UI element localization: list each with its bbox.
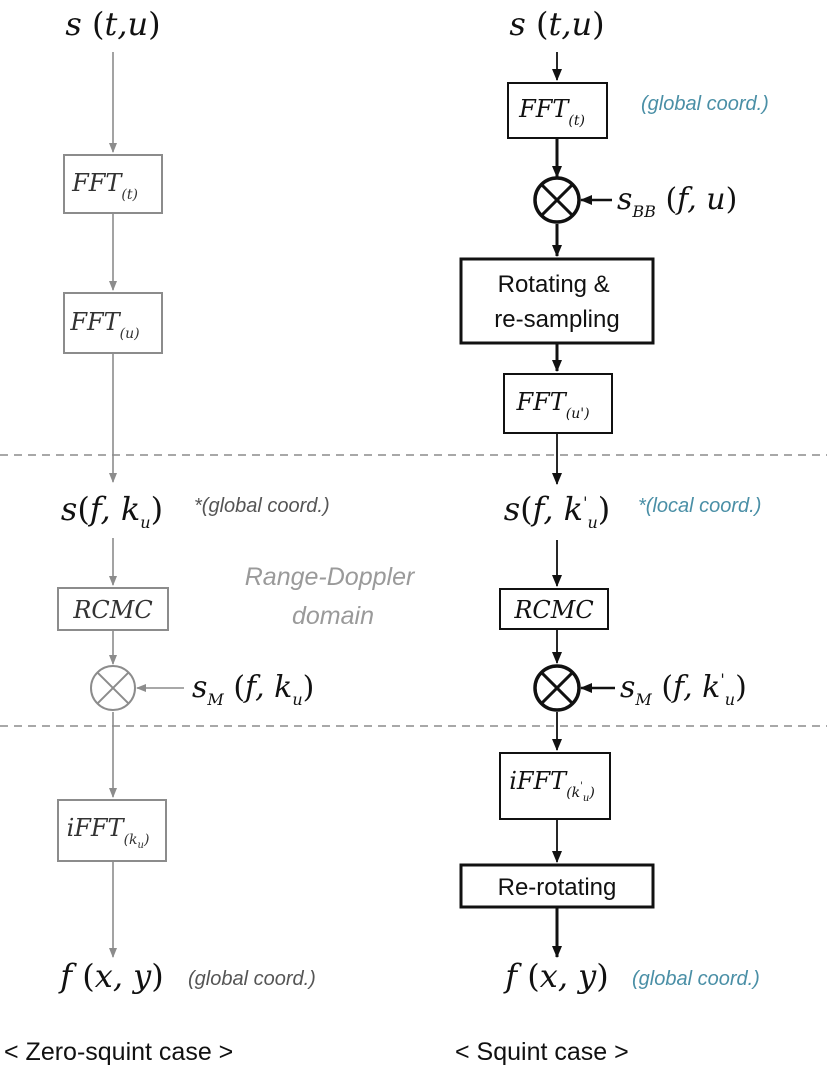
- right-ifft-box: [499, 752, 611, 820]
- left-matched-filter: sM (f, ku): [192, 670, 314, 709]
- right-fft-t-note: (global coord.): [641, 93, 769, 115]
- right-rotate-box: [459, 257, 655, 345]
- right-matched-filter: sM (f, k'u): [620, 670, 747, 709]
- right-rcmc-box: [499, 588, 609, 630]
- left-column: s (t,u) FFT(t) FFT(u) s(f, ku) *(global …: [4, 5, 330, 1066]
- right-fft-u-box: [503, 373, 613, 434]
- left-range-doppler-signal: s(f, ku): [61, 490, 163, 532]
- left-signal-note: *(global coord.): [194, 495, 330, 517]
- left-output-image: f (x, y): [58, 957, 163, 995]
- right-multiplier-2: [533, 664, 581, 712]
- right-input-signal: s (t,u): [509, 5, 604, 43]
- right-fft-t-label: FFT(t): [518, 95, 585, 129]
- right-rotate-label: Rotating & re-sampling: [494, 271, 619, 333]
- right-output-image: f (x, y): [503, 957, 608, 995]
- right-caption: < Squint case >: [455, 1038, 629, 1066]
- left-output-note: (global coord.): [188, 968, 316, 990]
- left-input-signal: s (t,u): [65, 5, 160, 43]
- right-baseband-signal: sBB (f, u): [617, 182, 737, 221]
- left-rcmc-box: [57, 587, 169, 631]
- right-column: s (t,u) FFT(t) (global coord.) sBB (f, u…: [455, 5, 769, 1066]
- right-rerotate-label: Re-rotating: [498, 874, 617, 901]
- left-multiplier: [90, 665, 136, 711]
- right-output-note: (global coord.): [632, 968, 760, 990]
- right-signal-note: *(local coord.): [638, 495, 761, 517]
- left-ifft-label: iFFT(ku): [67, 814, 150, 851]
- left-caption: < Zero-squint case >: [4, 1038, 233, 1066]
- right-multiplier-1: [533, 176, 581, 224]
- left-ifft-box: [57, 799, 167, 862]
- left-fft-t-box: [63, 154, 163, 214]
- left-fft-t-label: FFT(t): [71, 169, 138, 203]
- right-fft-t-box: [507, 82, 608, 139]
- left-fft-u-label: FFT(u): [69, 308, 139, 342]
- left-rcmc-label: RCMC: [72, 596, 152, 624]
- right-fft-u-label: FFT(u'): [515, 388, 589, 422]
- right-ifft-label: iFFT(k'u): [509, 767, 595, 804]
- right-rerotate-box: [459, 863, 655, 909]
- left-fft-u-box: [63, 292, 163, 354]
- right-rcmc-label: RCMC: [513, 596, 593, 624]
- domain-label: Range-Doppler domain: [245, 563, 422, 630]
- right-range-doppler-signal: s(f, k'u): [504, 490, 611, 532]
